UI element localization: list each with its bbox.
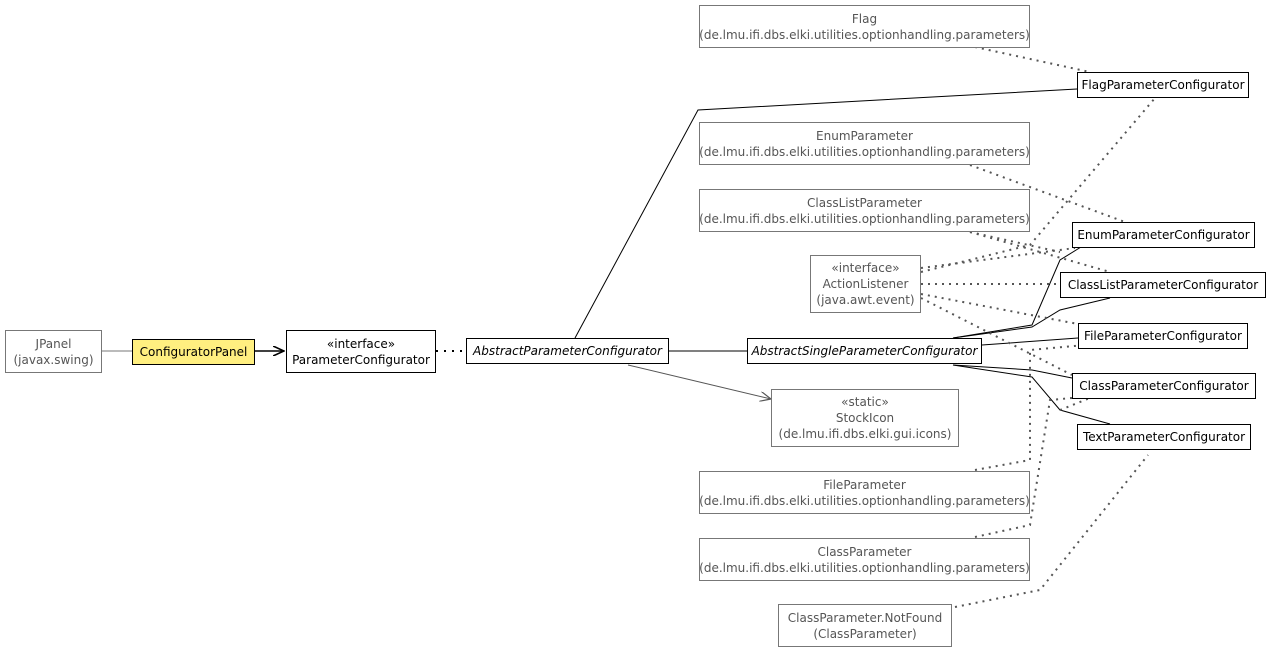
edge-abstractsingle-fileconfigurator xyxy=(981,337,1079,346)
action-listener-name: ActionListener xyxy=(822,277,909,291)
action-listener-node[interactable]: «interface» ActionListener (java.awt.eve… xyxy=(810,255,921,313)
class-parameter-not-found-package: (ClassParameter) xyxy=(813,626,917,641)
file-parameter-package: (de.lmu.ifi.dbs.elki.utilities.optionhan… xyxy=(699,493,1030,508)
jpanel-node[interactable]: JPanel (javax.swing) xyxy=(5,330,102,373)
class-parameter-not-found-node[interactable]: ClassParameter.NotFound (ClassParameter) xyxy=(778,604,952,647)
enum-parameter-name: EnumParameter xyxy=(816,128,913,143)
text-parameter-configurator-node[interactable]: TextParameterConfigurator xyxy=(1077,424,1251,450)
enum-parameter-package: (de.lmu.ifi.dbs.elki.utilities.optionhan… xyxy=(699,144,1030,159)
dep-flag xyxy=(974,46,1091,73)
class-parameter-node[interactable]: ClassParameter (de.lmu.ifi.dbs.elki.util… xyxy=(699,538,1030,581)
class-parameter-configurator-node[interactable]: ClassParameterConfigurator xyxy=(1072,373,1256,399)
edge-abstract-stockicon xyxy=(627,364,771,399)
jpanel-name: JPanel xyxy=(35,336,72,351)
flag-parameter-configurator-name: FlagParameterConfigurator xyxy=(1081,78,1245,92)
parameter-configurator-node[interactable]: «interface» ParameterConfigurator xyxy=(286,330,436,373)
edge-abstractsingle-textconfigurator xyxy=(952,364,1111,425)
class-parameter-not-found-name: ClassParameter.NotFound xyxy=(787,610,943,625)
edge-abstractsingle-enumconfigurator xyxy=(952,246,1082,339)
dep-actionlistener-flagconfigurator xyxy=(920,97,1156,273)
dep-actionlistener-class xyxy=(920,297,1073,376)
abstract-single-parameter-configurator-node[interactable]: AbstractSingleParameterConfigurator xyxy=(747,338,982,364)
enum-parameter-node[interactable]: EnumParameter (de.lmu.ifi.dbs.elki.utili… xyxy=(699,122,1030,165)
file-parameter-node[interactable]: FileParameter (de.lmu.ifi.dbs.elki.utili… xyxy=(699,471,1030,514)
abstract-parameter-configurator-node[interactable]: AbstractParameterConfigurator xyxy=(466,338,669,364)
flag-node[interactable]: Flag (de.lmu.ifi.dbs.elki.utilities.opti… xyxy=(699,5,1030,48)
stock-icon-package: (de.lmu.ifi.dbs.elki.gui.icons) xyxy=(778,427,952,441)
file-parameter-configurator-name: FileParameterConfigurator xyxy=(1084,329,1242,343)
abstract-parameter-configurator-name: AbstractParameterConfigurator xyxy=(473,344,662,358)
class-list-parameter-configurator-name: ClassListParameterConfigurator xyxy=(1067,278,1259,292)
stock-icon-stereotype: «static» xyxy=(841,395,889,409)
jpanel-package: (javax.swing) xyxy=(13,352,94,367)
class-list-parameter-package: (de.lmu.ifi.dbs.elki.utilities.optionhan… xyxy=(699,211,1030,226)
abstract-single-parameter-configurator-name: AbstractSingleParameterConfigurator xyxy=(751,344,978,358)
action-listener-package: (java.awt.event) xyxy=(816,293,915,307)
edge-abstract-flagconfigurator xyxy=(574,88,1078,339)
stock-icon-node[interactable]: «static» StockIcon (de.lmu.ifi.dbs.elki.… xyxy=(771,389,959,447)
enum-parameter-configurator-name: EnumParameterConfigurator xyxy=(1077,228,1250,242)
parameter-configurator-stereotype: «interface» xyxy=(326,336,396,351)
dep-classlistparameter-enum xyxy=(969,231,1061,253)
class-parameter-configurator-name: ClassParameterConfigurator xyxy=(1079,379,1249,393)
text-parameter-configurator-name: TextParameterConfigurator xyxy=(1082,430,1246,444)
dep-notfound xyxy=(954,454,1149,608)
file-parameter-configurator-node[interactable]: FileParameterConfigurator xyxy=(1078,323,1248,349)
file-parameter-name: FileParameter xyxy=(823,477,906,492)
enum-parameter-configurator-node[interactable]: EnumParameterConfigurator xyxy=(1072,222,1255,248)
flag-parameter-configurator-node[interactable]: FlagParameterConfigurator xyxy=(1077,72,1249,98)
configurator-panel-node[interactable]: ConfiguratorPanel xyxy=(132,339,255,365)
dep-classparameter xyxy=(974,397,1073,538)
class-list-parameter-node[interactable]: ClassListParameter (de.lmu.ifi.dbs.elki.… xyxy=(699,189,1030,232)
dep-actionlistener-file xyxy=(920,293,1079,325)
flag-package: (de.lmu.ifi.dbs.elki.utilities.optionhan… xyxy=(699,27,1030,42)
stock-icon-name: StockIcon xyxy=(835,411,895,425)
flag-name: Flag xyxy=(851,11,878,26)
class-parameter-name: ClassParameter xyxy=(817,544,912,559)
configurator-panel-name: ConfiguratorPanel xyxy=(139,345,248,359)
class-list-parameter-name: ClassListParameter xyxy=(807,195,922,210)
edge-abstractsingle-classconfigurator xyxy=(952,364,1073,379)
dep-classparameter-textconfigurator xyxy=(1059,397,1091,411)
action-listener-stereotype: «interface» xyxy=(831,261,900,275)
parameter-configurator-name: ParameterConfigurator xyxy=(292,352,430,367)
class-list-parameter-configurator-node[interactable]: ClassListParameterConfigurator xyxy=(1060,272,1266,298)
dep-actionlistener-enum xyxy=(920,247,1076,269)
class-parameter-package: (de.lmu.ifi.dbs.elki.utilities.optionhan… xyxy=(699,560,1030,575)
